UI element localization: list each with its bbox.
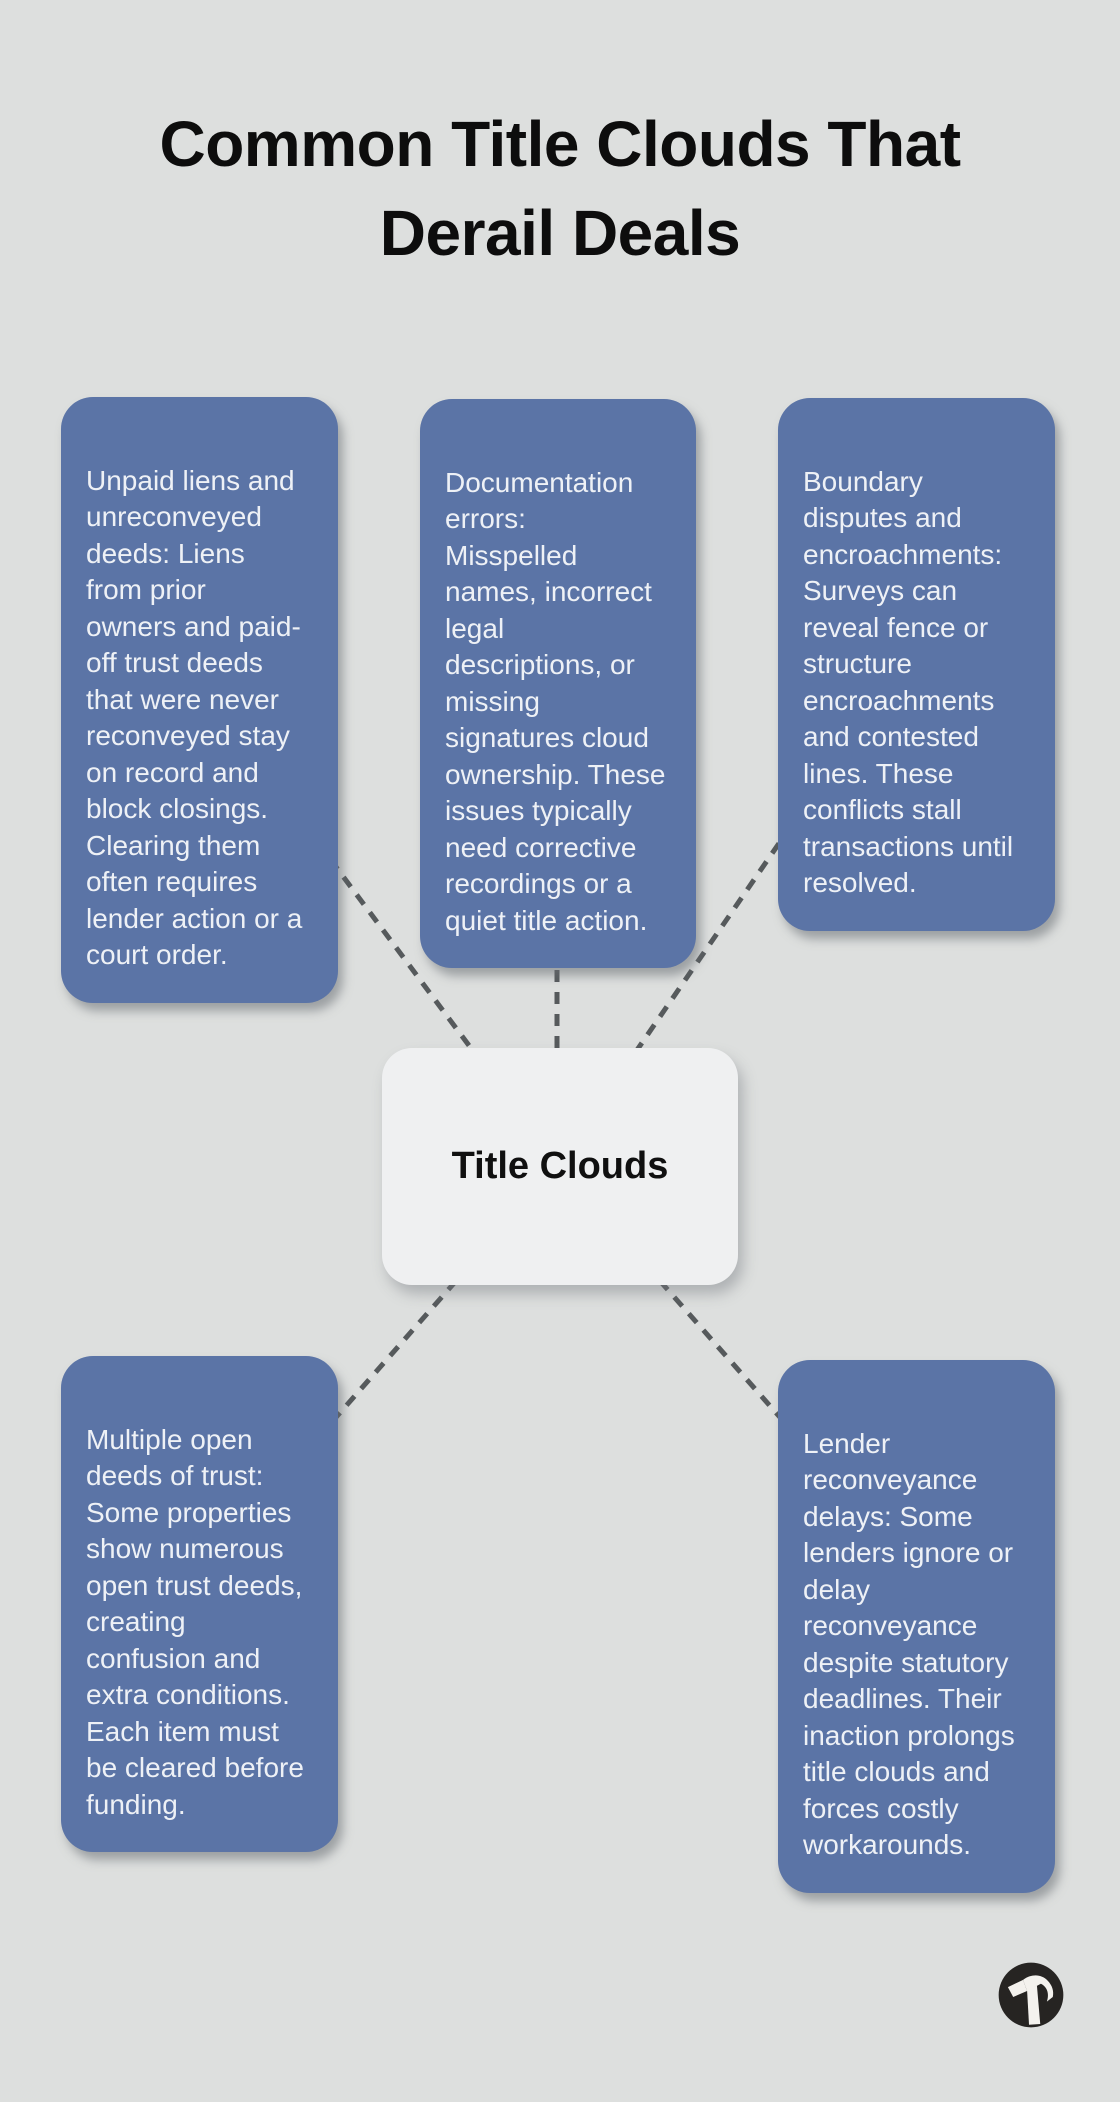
info-box-boundary-disputes-text: Boundary disputes and encroachments: Sur…	[803, 465, 1014, 899]
page-title: Common Title Clouds That Derail Deals	[0, 100, 1120, 278]
connector-line-multiple-open-deeds	[314, 1163, 560, 1442]
page-title-line-1: Common Title Clouds That	[159, 108, 961, 180]
center-node-label: Title Clouds	[451, 1145, 669, 1187]
info-box-documentation-errors-text: Documentation errors: Misspelled names, …	[445, 466, 666, 936]
info-box-lender-reconveyance: Lender reconveyance delays: Some lenders…	[778, 1360, 1055, 1893]
info-box-boundary-disputes: Boundary disputes and encroachments: Sur…	[778, 398, 1055, 931]
brand-logo	[998, 1962, 1064, 2028]
info-box-unpaid-liens: Unpaid liens and unreconveyed deeds: Lie…	[61, 397, 338, 1003]
info-box-lender-reconveyance-text: Lender reconveyance delays: Some lenders…	[803, 1427, 1015, 1861]
info-box-multiple-open-deeds-text: Multiple open deeds of trust: Some prope…	[86, 1423, 304, 1820]
hammer-icon	[998, 1962, 1064, 2028]
info-box-unpaid-liens-text: Unpaid liens and unreconveyed deeds: Lie…	[86, 464, 303, 971]
connector-line-lender-reconveyance	[556, 1163, 802, 1442]
info-box-documentation-errors: Documentation errors: Misspelled names, …	[420, 399, 696, 968]
connector-line-boundary-disputes	[555, 642, 919, 1167]
page-title-line-2: Derail Deals	[379, 197, 741, 269]
center-node: Title Clouds	[382, 1048, 738, 1285]
info-box-multiple-open-deeds: Multiple open deeds of trust: Some prope…	[61, 1356, 338, 1852]
